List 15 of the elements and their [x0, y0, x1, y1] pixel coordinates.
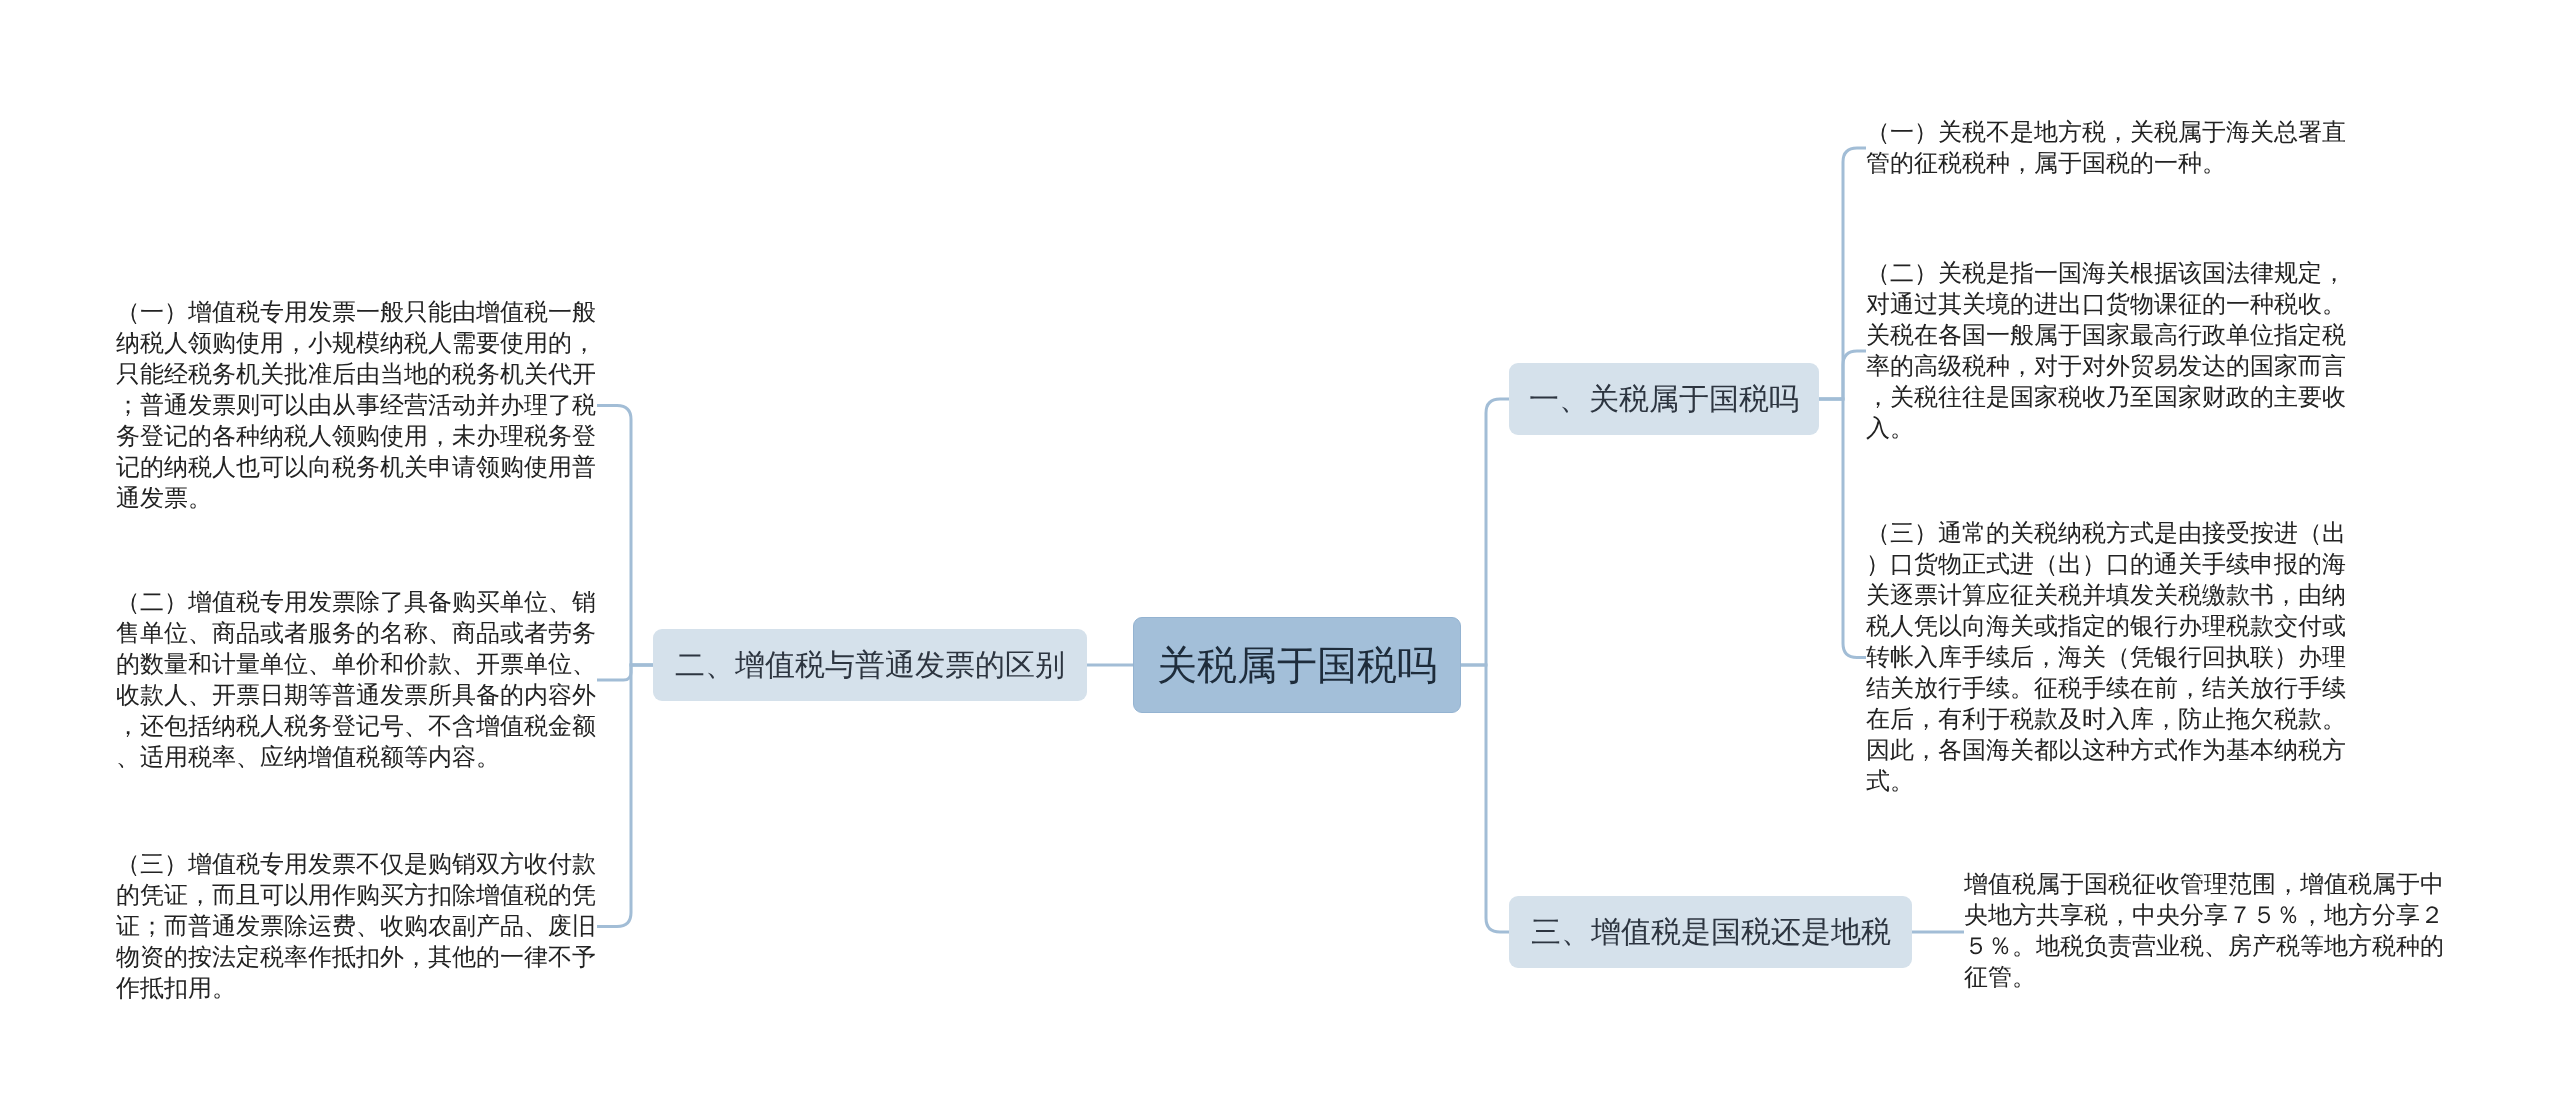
connector-line: [1912, 930, 1964, 934]
connector-line: [597, 663, 653, 928]
branch-topic-box: 一、关税属于国税吗: [1509, 363, 1819, 435]
central-topic-box: 关税属于国税吗: [1133, 617, 1461, 713]
branch-topic-box: 三、增值税是国税还是地税: [1509, 896, 1912, 968]
detail-text: （一）增值税专用发票一般只能由增值税一般纳税人领购使用，小规模纳税人需要使用的，只能经税务机关批准后由当地的税务机关代开；普通发票则可以由从事经营活动并办理了税务登记的各种纳税人领购使用，未办理税务登记的纳税人也可以向税务机关申请领购使用普通发票。: [116, 297, 597, 514]
detail-text: 增值税属于国税征收管理范围，增值税属于中央地方共享税，中央分享７５％，地方分享２５％。地税负责营业税、房产税等地方税种的征管。: [1964, 869, 2445, 993]
connector-line: [1461, 663, 1509, 934]
branch-topic-box: 二、增值税与普通发票的区别: [653, 629, 1087, 701]
detail-text: （二）关税是指一国海关根据该国法律规定，对通过其关境的进出口货物课征的一种税收。关税在各国一般属于国家最高行政单位指定税率的高级税种，对于对外贸易发达的国家而言，关税往往是国家税收乃至国家财政的主要收入。: [1866, 258, 2347, 444]
detail-text: （一）关税不是地方税，关税属于海关总署直管的征税税种，属于国税的一种。: [1866, 117, 2347, 179]
connector-line: [1087, 663, 1133, 667]
detail-text: （三）增值税专用发票不仅是购销双方收付款的凭证，而且可以用作购买方扣除增值税的凭证；而普通发票除运费、收购农副产品、废旧物资的按法定税率作抵扣外，其他的一律不予作抵扣用。: [116, 849, 597, 1004]
detail-text: （三）通常的关税纳税方式是由接受按进（出）口货物正式进（出）口的通关手续申报的海关逐票计算应征关税并填发关税缴款书，由纳税人凭以向海关或指定的银行办理税款交付或转帐入库手续后，海关（凭银行回执联）办理结关放行手续。征税手续在前，结关放行手续在后，有利于税款及时入库，防止拖欠税款。因此，各国海关都以这种方式作为基本纳税方式。: [1866, 518, 2347, 797]
detail-text: （二）增值税专用发票除了具备购买单位、销售单位、商品或者服务的名称、商品或者劳务的数量和计量单位、单价和价款、开票单位、收款人、开票日期等普通发票所具备的内容外，还包括纳税人税务登记号、不含增值税金额、适用税率、应纳增值税额等内容。: [116, 587, 597, 773]
